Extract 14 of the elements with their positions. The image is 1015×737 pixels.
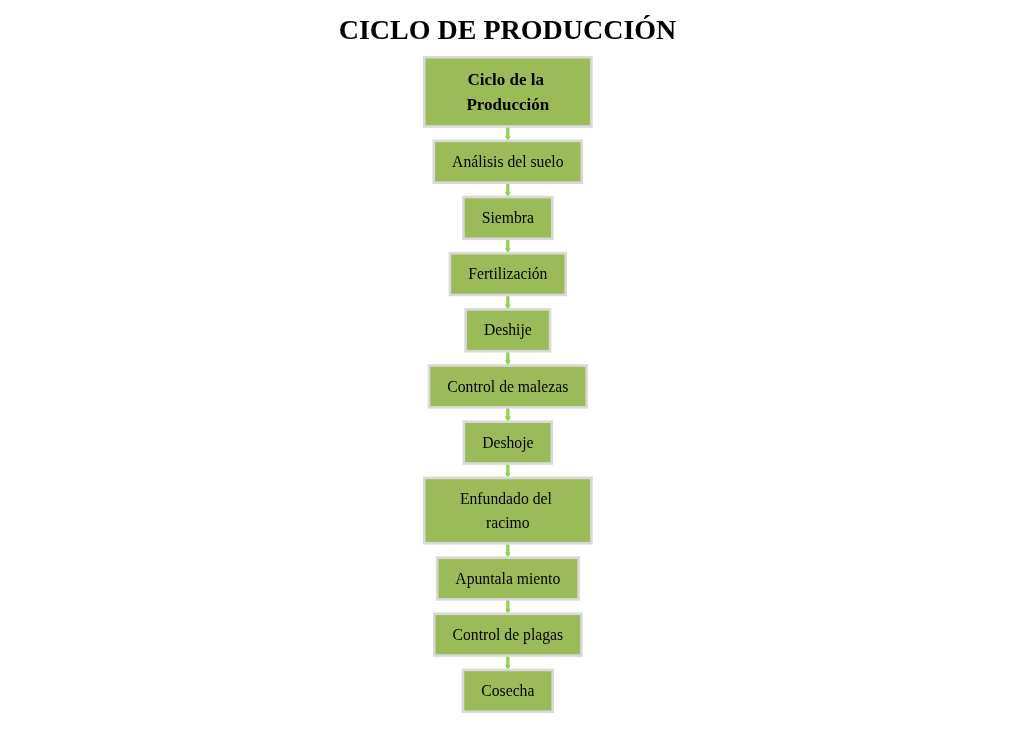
node-box: Cosecha — [461, 668, 554, 714]
node-box: Control de malezas — [427, 364, 588, 409]
node-box: Deshije — [463, 308, 552, 353]
node-box: Control de plagas — [432, 612, 583, 657]
arrow — [504, 294, 511, 310]
node-box: Enfundado del racimo — [422, 476, 593, 545]
node-box: Fertilización — [448, 251, 567, 297]
node-box: Análisis del suelo — [432, 139, 583, 184]
arrow — [504, 238, 511, 254]
node-box: Siembra — [461, 195, 554, 241]
node-box: Apuntala miento — [435, 556, 580, 601]
node-box: Ciclo de la Producción — [422, 55, 593, 128]
diagram-title: CICLO DE PRODUCCIÓN — [337, 14, 678, 46]
node-box: Deshoje — [462, 420, 553, 465]
